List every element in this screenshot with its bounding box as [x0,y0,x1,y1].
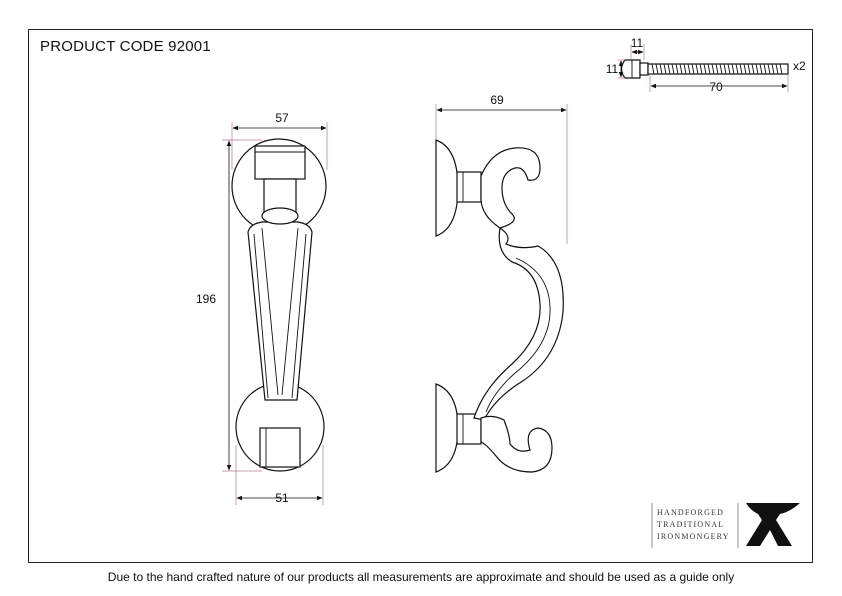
product-code-title: PRODUCT CODE 92001 [40,38,211,55]
screw-head [620,59,641,79]
dim-front-top-width: 57 [275,111,289,125]
side-bottom-hook [480,415,553,473]
knocker-body [247,221,313,401]
drawing-frame [28,29,813,563]
front-view: 57 196 51 [196,111,328,505]
dim-front-bottom-width: 51 [275,491,289,505]
dim-screw-length: 70 [709,80,723,94]
brand-line-1: HANDFORGED [657,508,724,517]
dim-front-height: 196 [196,292,216,306]
side-body-curve [473,226,564,421]
side-top-boss [456,171,482,203]
side-top-scroll [480,147,541,229]
top-boss [254,145,306,180]
top-neck [263,178,297,214]
side-bottom-rose [435,383,459,473]
bottom-striker [259,427,301,468]
brand-line-2: TRADITIONAL [657,520,724,529]
dim-side-depth: 69 [490,93,504,107]
hinge-knob [261,207,299,225]
side-top-rose [435,139,459,237]
anvil-logo-icon [746,503,800,546]
screw-quantity: x2 [793,59,806,73]
brand-line-3: IRONMONGERY [657,532,730,541]
side-view: 69 [435,93,568,473]
screw-detail: 11 11 70 x2 [606,36,806,94]
dim-screw-head-height: 11 [606,62,619,76]
disclaimer-footer: Due to the hand crafted nature of our pr… [107,570,735,584]
brand-block: HANDFORGED TRADITIONAL IRONMONGERY [651,503,800,548]
dim-screw-head-width: 11 [631,36,644,50]
